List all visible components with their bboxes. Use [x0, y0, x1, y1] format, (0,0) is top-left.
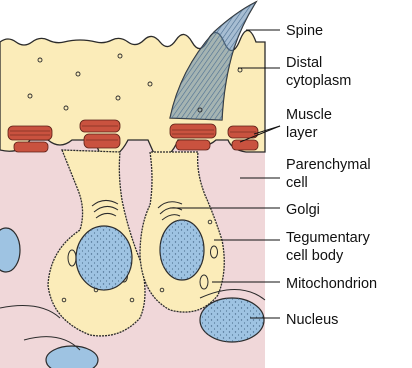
label-parenchymal-cell-1: Parenchymal: [286, 157, 371, 173]
label-muscle-layer-2: layer: [286, 125, 318, 141]
label-mitochondrion: Mitochondrion: [286, 276, 377, 292]
label-parenchymal-cell-2: cell: [286, 175, 308, 191]
label-distal-cytoplasm-1: Distal: [286, 55, 322, 71]
label-nucleus: Nucleus: [286, 312, 338, 328]
label-distal-cytoplasm-2: cytoplasm: [286, 73, 351, 89]
label-muscle-layer-1: Muscle: [286, 107, 332, 123]
label-spine: Spine: [286, 23, 323, 39]
label-tegumentary-cell-body-2: cell body: [286, 248, 344, 264]
label-tegumentary-cell-body-1: Tegumentary: [286, 230, 371, 246]
label-golgi: Golgi: [286, 202, 320, 218]
